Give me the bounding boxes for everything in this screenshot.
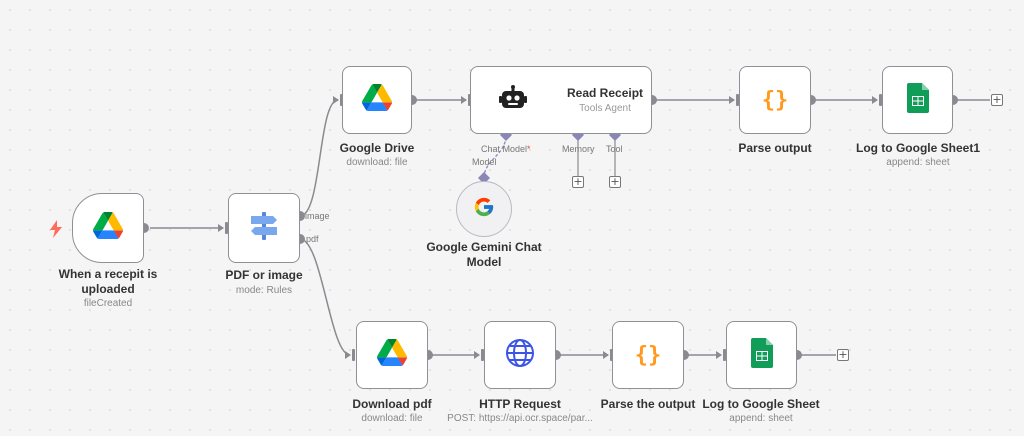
parse-output-node[interactable]: {} [739,66,811,134]
switch-output-pdf-label: pdf [306,234,319,244]
sheet1-title: Log to Google Sheet1 [855,141,980,155]
google-sheets-icon [750,337,773,373]
add-memory-button[interactable]: + [572,175,584,188]
log-to-google-sheet1-node[interactable] [882,66,953,134]
read-receipt-agent-node[interactable]: Read Receipt Tools Agent [470,66,652,134]
sheet-subtitle: append: sheet [729,413,793,424]
add-node-after-sheet-button[interactable]: + [837,348,849,361]
download-pdf-node[interactable] [356,321,428,389]
download-pdf-subtitle: download: file [361,413,423,424]
gemini-model-port-label: Model [472,157,497,167]
sheet-title: Log to Google Sheet [702,397,820,411]
trigger-node[interactable] [72,193,144,263]
http-request-subtitle: POST: https://api.ocr.space/par... [447,413,593,424]
switch-output-image-label: image [305,211,330,221]
http-request-node[interactable] [484,321,556,389]
sheet1-subtitle: append: sheet [886,157,950,168]
google-drive-icon [362,84,393,116]
google-sheets-icon [906,82,929,118]
add-node-after-sheet1-button[interactable]: + [991,93,1003,106]
wire-switch-pdf-to-download [299,238,351,356]
switch-subtitle: mode: Rules [235,285,293,296]
agent-chat-model-label: Chat Model* [481,144,531,154]
curly-braces-icon: {} [634,342,662,368]
log-to-google-sheet-node[interactable] [726,321,797,389]
switch-title: PDF or image [225,268,303,282]
signpost-icon [247,210,281,247]
gemini-title: Google Gemini Chat Model [426,240,542,269]
google-drive-node[interactable] [342,66,412,134]
agent-subtitle: Tools Agent [579,103,631,114]
chat-model-text: Chat Model [481,144,528,154]
google-drive-icon [377,339,408,371]
curly-braces-icon: {} [761,87,789,113]
google-gemini-chat-model-node[interactable] [456,181,512,237]
required-mark: * [527,144,531,154]
switch-node[interactable] [228,193,300,263]
wire-switch-image-to-drive [299,99,339,217]
google-drive-subtitle: download: file [346,157,408,168]
globe-icon [505,338,535,373]
parse-the-output-node[interactable]: {} [612,321,684,389]
google-g-icon [473,196,495,223]
add-tool-button[interactable]: + [609,175,621,188]
robot-icon [499,84,527,116]
http-request-title: HTTP Request [479,397,561,411]
google-drive-icon [93,212,124,244]
google-drive-title: Google Drive [339,141,415,155]
agent-title: Read Receipt [567,86,644,100]
trigger-title: When a recepit is uploaded [58,267,158,296]
parse-the-output-title: Parse the output [600,397,696,411]
parse-output-title: Parse output [738,141,812,155]
trigger-subtitle: fileCreated [83,298,133,309]
agent-tool-label: Tool [606,144,623,154]
download-pdf-title: Download pdf [352,397,432,411]
trigger-bolt-icon [49,220,63,238]
agent-memory-label: Memory [562,144,595,154]
